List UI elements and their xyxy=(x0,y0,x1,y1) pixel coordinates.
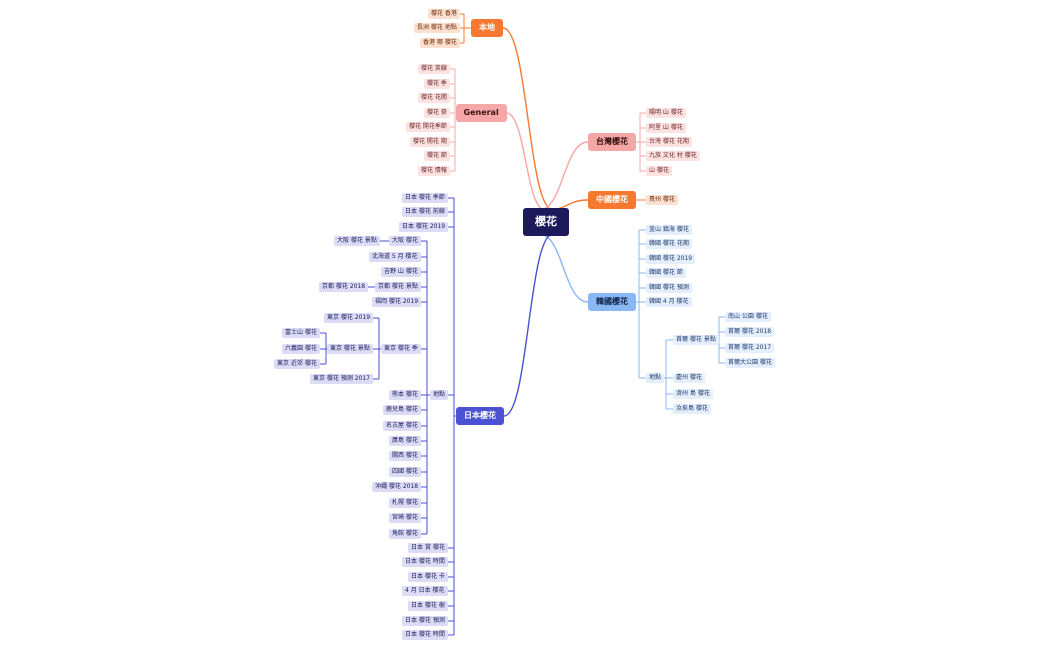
japan-place-item[interactable]: 四國 櫻花 xyxy=(389,467,421,477)
japan-item[interactable]: 日本 櫻花 時間 xyxy=(402,630,448,640)
general-item[interactable]: 櫻花 英線 xyxy=(418,64,450,74)
bendi-item[interactable]: 櫻花 香港 xyxy=(428,9,460,19)
tokyo-item[interactable]: 東京 櫻花 預測 2017 xyxy=(310,374,373,384)
japan-place-item[interactable]: 札幌 櫻花 xyxy=(389,498,421,508)
korea-place[interactable]: 地點 xyxy=(646,373,665,383)
korea-item[interactable]: 韓國 4 月 櫻花 xyxy=(646,297,692,307)
japan-item[interactable]: 日本 櫻花 卡 xyxy=(408,572,448,582)
tokyo-item[interactable]: 東京 櫻花 景點 xyxy=(327,344,373,354)
general-item[interactable]: 櫻花 情報 xyxy=(418,166,450,176)
japan-place-item[interactable]: 福岡 櫻花 2019 xyxy=(372,297,422,307)
japan-place-item[interactable]: 沖繩 櫻花 2018 xyxy=(372,482,422,492)
china-item[interactable]: 貴州 櫻花 xyxy=(646,195,678,205)
japan-place-item[interactable]: 鹿兒島 櫻花 xyxy=(383,405,421,415)
japan-item[interactable]: 日本 櫻花 前線 xyxy=(402,207,448,217)
general-item[interactable]: 櫻花 開花 期 xyxy=(410,137,450,147)
general-item[interactable]: 櫻花 季 xyxy=(424,79,450,89)
taiwan-item[interactable]: 陽明 山 櫻花 xyxy=(646,108,686,118)
japan-item[interactable]: 日本 櫻花 預測 xyxy=(402,616,448,626)
branch-china[interactable]: 中國櫻花 xyxy=(588,191,636,209)
edge xyxy=(502,27,554,211)
taiwan-item[interactable]: 山 櫻花 xyxy=(646,166,672,176)
korea-item[interactable]: 韓國 櫻花 節 xyxy=(646,268,686,278)
korea-item[interactable]: 韓國 櫻花 預測 xyxy=(646,283,692,293)
seoul-item[interactable]: 南山 公園 櫻花 xyxy=(725,312,771,322)
japan-place-item[interactable]: 北海道 5 月 櫻花 xyxy=(369,252,421,262)
osaka-spot[interactable]: 大阪 櫻花 景點 xyxy=(334,236,380,246)
branch-bendi[interactable]: 本地 xyxy=(471,19,503,37)
japan-place-item[interactable]: 京都 櫻花 景點 xyxy=(375,282,421,292)
japan-place-item[interactable]: 大阪 櫻花 xyxy=(389,236,421,246)
taiwan-item[interactable]: 九族 文化 村 櫻花 xyxy=(646,151,700,161)
japan-place-item[interactable]: 宮崎 櫻花 xyxy=(389,513,421,523)
korea-city[interactable]: 汝矣島 櫻花 xyxy=(673,404,711,414)
japan-place-item[interactable]: 廣島 櫻花 xyxy=(389,436,421,446)
taiwan-item[interactable]: 台灣 櫻花 花期 xyxy=(646,137,692,147)
korea-item[interactable]: 韓國 櫻花 花期 xyxy=(646,239,692,249)
taiwan-item[interactable]: 阿里 山 櫻花 xyxy=(646,123,686,133)
seoul-item[interactable]: 首爾大公園 櫻花 xyxy=(725,358,775,368)
seoul-item[interactable]: 首爾 櫻花 2017 xyxy=(725,343,775,353)
edge xyxy=(503,233,554,417)
tokyo-spot[interactable]: 東京 近郊 櫻花 xyxy=(274,359,320,369)
korea-city[interactable]: 慶州 櫻花 xyxy=(673,373,705,383)
korea-seoul[interactable]: 首爾 櫻花 景點 xyxy=(673,335,719,345)
general-item[interactable]: 櫻花 祭 xyxy=(424,108,450,118)
japan-place-item[interactable]: 關西 櫻花 xyxy=(389,451,421,461)
bendi-item[interactable]: 長洲 櫻花 地點 xyxy=(414,23,460,33)
tokyo-item[interactable]: 東京 櫻花 2019 xyxy=(324,313,374,323)
japan-place[interactable]: 地點 xyxy=(430,390,449,400)
general-item[interactable]: 櫻花 節 xyxy=(424,151,450,161)
japan-item[interactable]: 日本 櫻花 季節 xyxy=(402,193,448,203)
tokyo-spot[interactable]: 富士山 櫻花 xyxy=(282,328,320,338)
japan-item[interactable]: 4 月 日本 櫻花 xyxy=(402,586,448,596)
japan-item[interactable]: 日本 櫻花 時間 xyxy=(402,557,448,567)
seoul-item[interactable]: 首爾 櫻花 2018 xyxy=(725,327,775,337)
edge xyxy=(506,112,546,211)
edge xyxy=(538,233,589,303)
kyoto-year[interactable]: 京都 櫻花 2018 xyxy=(319,282,369,292)
tokyo-spot[interactable]: 六義園 櫻花 xyxy=(282,344,320,354)
japan-place-item[interactable]: 東京 櫻花 季 xyxy=(381,344,421,354)
japan-item[interactable]: 日本 賞 櫻花 xyxy=(408,543,448,553)
japan-item[interactable]: 日本 櫻花 2019 xyxy=(399,222,449,232)
edge xyxy=(538,141,589,211)
japan-place-item[interactable]: 名古屋 櫻花 xyxy=(383,421,421,431)
korea-city[interactable]: 濟州 島 櫻花 xyxy=(673,389,713,399)
japan-place-item[interactable]: 角館 櫻花 xyxy=(389,529,421,539)
japan-place-item[interactable]: 熊本 櫻花 xyxy=(389,390,421,400)
branch-korea[interactable]: 韓國櫻花 xyxy=(588,293,636,311)
general-item[interactable]: 櫻花 花開 xyxy=(418,93,450,103)
japan-item[interactable]: 日本 櫻花 樹 xyxy=(408,601,448,611)
general-item[interactable]: 櫻花 開花季節 xyxy=(406,122,450,132)
korea-item[interactable]: 韓國 櫻花 2019 xyxy=(646,254,696,264)
branch-taiwan[interactable]: 台灣櫻花 xyxy=(588,133,636,151)
japan-place-item[interactable]: 吉野 山 櫻花 xyxy=(381,267,421,277)
bendi-item[interactable]: 香港 哪 櫻花 xyxy=(420,38,460,48)
korea-item[interactable]: 釜山 鎮海 櫻花 xyxy=(646,225,692,235)
branch-japan[interactable]: 日本櫻花 xyxy=(456,407,504,425)
root-node[interactable]: 櫻花 xyxy=(523,208,569,236)
branch-general[interactable]: General xyxy=(455,104,507,122)
